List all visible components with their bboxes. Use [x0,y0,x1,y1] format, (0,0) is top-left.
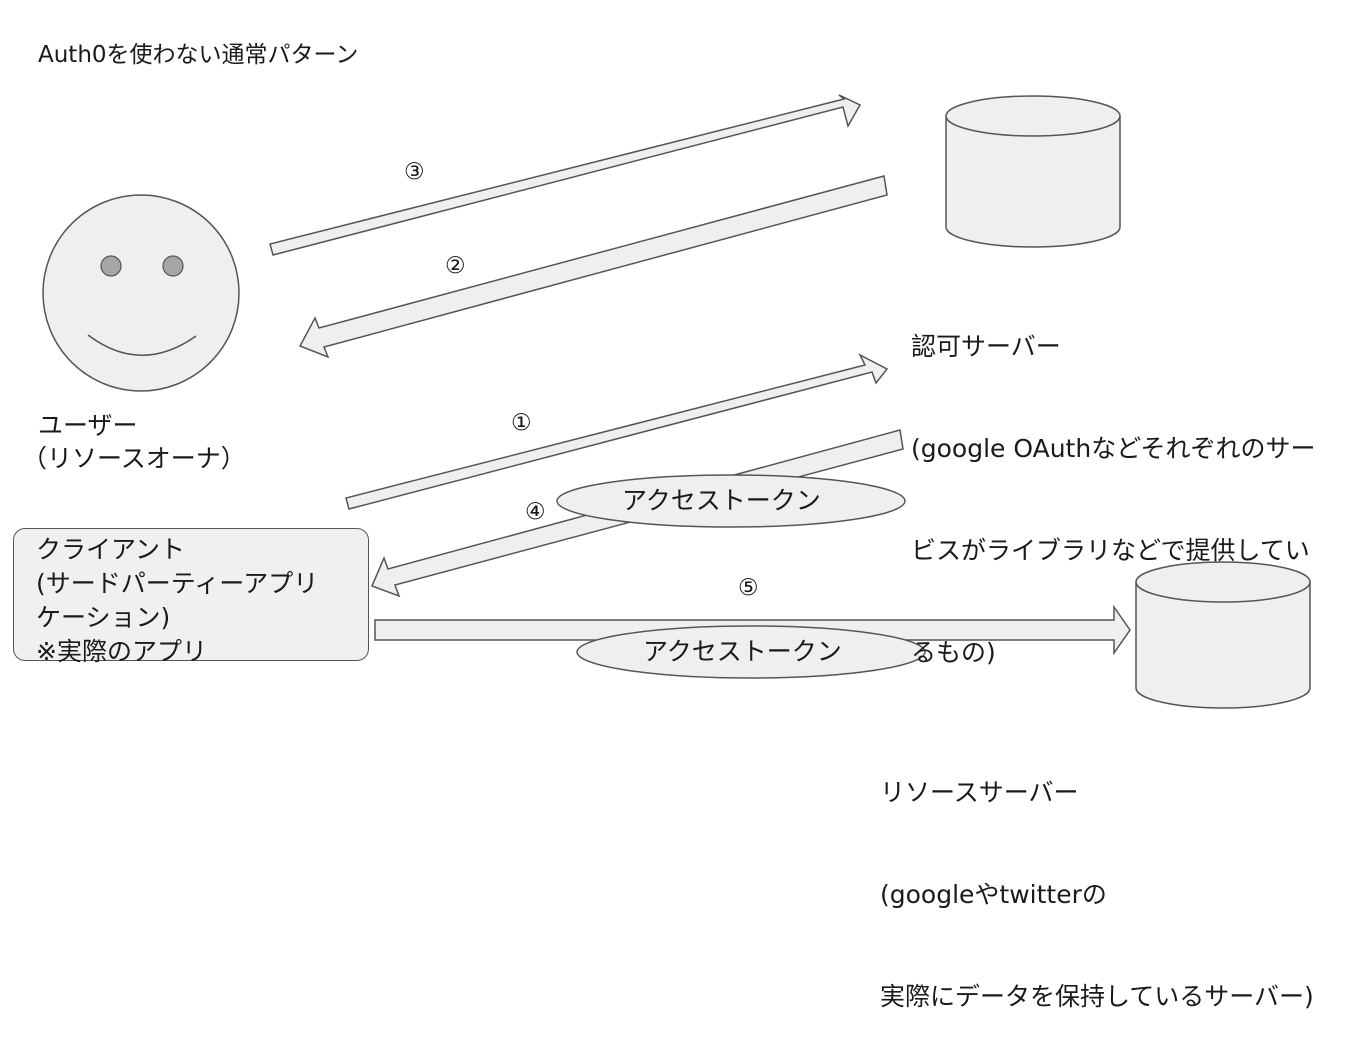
client-line-4: ※実際のアプリ [36,637,207,666]
resource-server-database-icon [1135,561,1311,709]
resource-server-label: リソースサーバー (googleやtwitterの 実際にデータを保持しているサ… [880,708,1314,1048]
user-sublabel: （リソースオーナ） [22,444,246,473]
step-3-label: ③ [404,159,425,185]
client-line-3: ケーション) [36,603,171,632]
resource-server-line-3: 実際にデータを保持しているサーバー) [880,982,1314,1011]
access-token-label-1: アクセストークン [622,486,821,515]
auth-server-line-2: (google OAuthなどそれぞれのサー [911,434,1316,463]
auth-server-database-icon [945,95,1121,248]
flow-diagram [42,94,1311,709]
auth-server-line-1: 認可サーバー [911,332,1061,361]
client-label: クライアント (サードパーティーアプリ ケーション) ※実際のアプリ [36,533,318,669]
auth-server-label: 認可サーバー (google OAuthなどそれぞれのサー ビスがライブラリなど… [911,262,1315,704]
client-line-2: (サードパーティーアプリ [36,569,319,598]
auth-server-line-4: るもの) [911,638,996,667]
resource-server-line-1: リソースサーバー [880,778,1079,807]
access-token-ellipse-2 [576,625,926,679]
arrow-step3 [269,94,862,256]
step-2-label: ② [445,253,466,279]
access-token-label-2: アクセストークン [643,637,842,666]
step-1-label: ① [511,410,532,436]
user-smiley-icon [42,194,240,392]
access-token-ellipse-1 [556,474,906,528]
arrow-step2 [298,175,888,359]
client-box [13,528,369,661]
resource-server-line-2: (googleやtwitterの [880,880,1107,909]
arrow-step1 [345,353,889,510]
client-line-1: クライアント [36,535,186,564]
page-title: Auth0を使わない通常パターン [38,42,359,68]
step-5-label: ⑤ [738,575,759,601]
step-4-label: ④ [525,499,546,525]
auth-server-line-3: ビスがライブラリなどで提供してい [911,536,1310,565]
user-label: ユーザー [38,411,138,440]
